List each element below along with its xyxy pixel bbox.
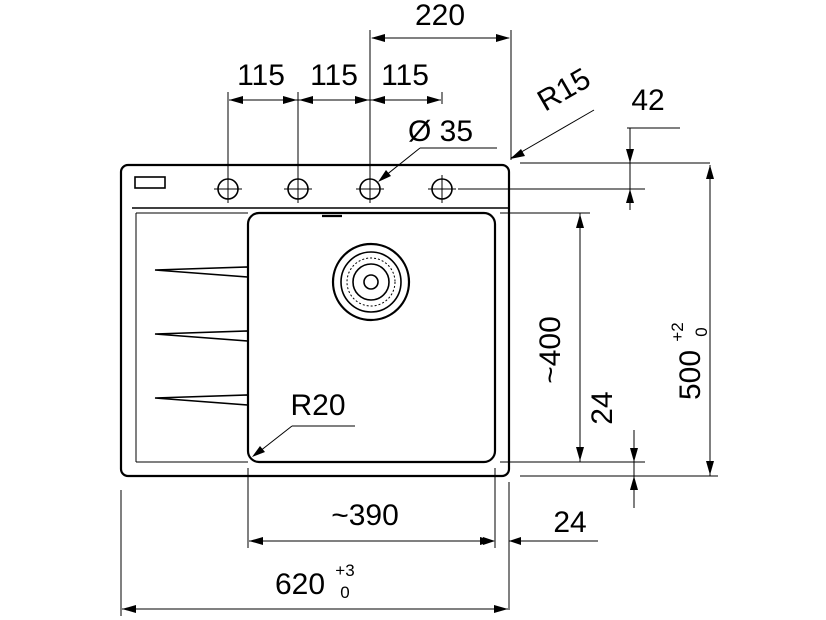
- drainer-grooves: [154, 266, 249, 406]
- dim-hole-diameter-label: Ø 35: [408, 115, 473, 148]
- tap-hole: [214, 175, 242, 203]
- dim-bowl-width: ~390 24: [247, 468, 598, 610]
- dim-hole-pitch: 115 115 115: [227, 59, 443, 178]
- dim-corner-radius-label: R15: [532, 62, 596, 118]
- dim-bowl-margin-right-label: 24: [553, 506, 586, 539]
- drainer-groove: [154, 330, 249, 342]
- dim-overall-depth-tol-lower: 0: [692, 327, 711, 336]
- drainer-groove: [154, 266, 249, 278]
- dim-overall-depth: 500 +2 0: [520, 165, 718, 477]
- dim-corner-radius: R15: [510, 62, 596, 159]
- sink-outer-outline: [119, 163, 511, 478]
- tap-holes: [214, 175, 456, 203]
- dim-tap-span: 220: [369, 0, 512, 178]
- dim-bowl-depth-label: ~400: [534, 316, 567, 384]
- dim-overall-depth-tol-upper: +2: [668, 322, 687, 341]
- dim-bowl-width-label: ~390: [331, 499, 399, 532]
- dim-overall-width-tol-lower: 0: [340, 583, 349, 602]
- dim-hole-pitch-label-1: 115: [237, 59, 285, 92]
- bowl-outline: [246, 211, 497, 464]
- dim-hole-offset-label: 42: [631, 84, 664, 117]
- dim-hole-offset: 42: [520, 84, 710, 210]
- tap-hole: [284, 175, 312, 203]
- dim-tap-span-label: 220: [415, 0, 465, 32]
- drain-fitting: [331, 242, 411, 322]
- dim-bowl-margin-bottom: 24: [586, 391, 638, 508]
- dim-hole-diameter: Ø 35: [378, 115, 497, 182]
- dim-overall-width: 620 +3 0: [120, 490, 508, 616]
- tap-hole: [428, 175, 456, 203]
- dim-hole-pitch-label-3: 115: [381, 59, 429, 92]
- tap-hole: [356, 175, 384, 203]
- logo-plate: [134, 176, 166, 189]
- dim-overall-width-tol-upper: +3: [335, 561, 354, 580]
- dim-overall-depth-label: 500: [674, 350, 707, 400]
- dim-hole-pitch-label-2: 115: [310, 59, 358, 92]
- dim-bowl-margin-bottom-label: 24: [586, 391, 619, 424]
- dim-bowl-radius-label: R20: [290, 389, 345, 422]
- dim-overall-width-label: 620: [275, 568, 325, 601]
- dim-bowl-radius: R20: [252, 389, 355, 457]
- drainer-groove: [154, 394, 249, 406]
- dim-bowl-depth: ~400: [500, 212, 645, 463]
